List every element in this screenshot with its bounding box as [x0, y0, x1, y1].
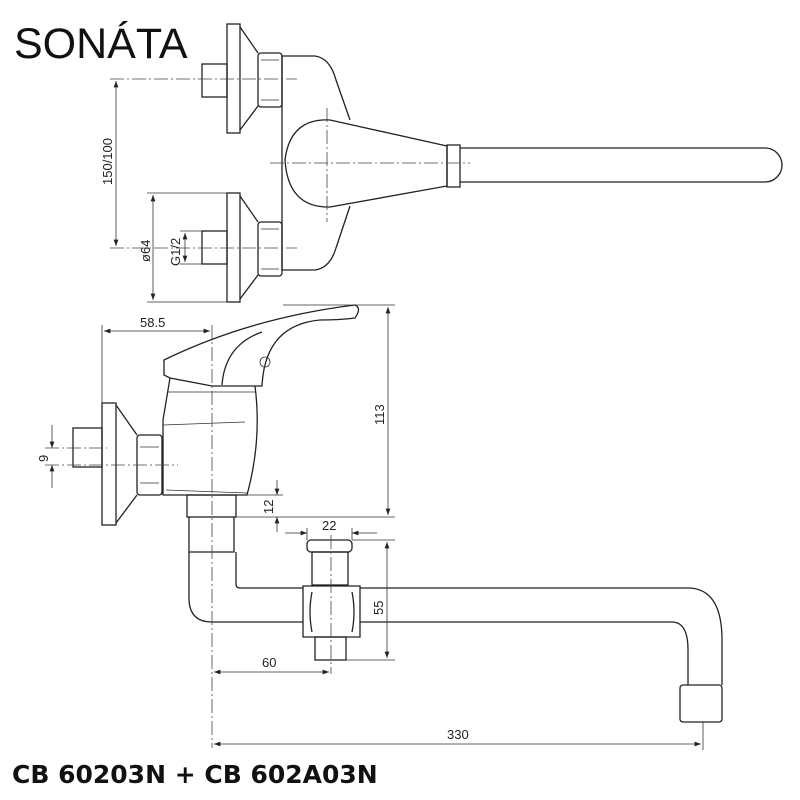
top-flange-upper	[201, 23, 283, 134]
dim-wall-offset: 58.5	[140, 315, 165, 330]
top-flange-lower	[201, 192, 283, 303]
side-view: 58.5 113 9 12 22 55 60 330	[36, 304, 723, 750]
model-number: CB 60203N + CB 602A03N	[12, 760, 378, 789]
dim-flange-diameter: ø64	[138, 240, 153, 262]
dim-diverter-height: 55	[371, 601, 386, 615]
dim-stub: 9	[36, 455, 51, 462]
dim-thread: G1/2	[168, 238, 183, 266]
dim-spacing: 150/100	[100, 138, 115, 185]
dim-spout-length: 330	[447, 727, 469, 742]
dim-diverter-offset: 60	[262, 655, 276, 670]
dim-height: 113	[372, 404, 387, 425]
top-view: 150/100 ø64 G1/2	[100, 23, 783, 303]
product-title: SONÁTA	[14, 20, 188, 68]
dim-outlet: 12	[261, 500, 276, 514]
dim-diverter-width: 22	[322, 518, 336, 533]
